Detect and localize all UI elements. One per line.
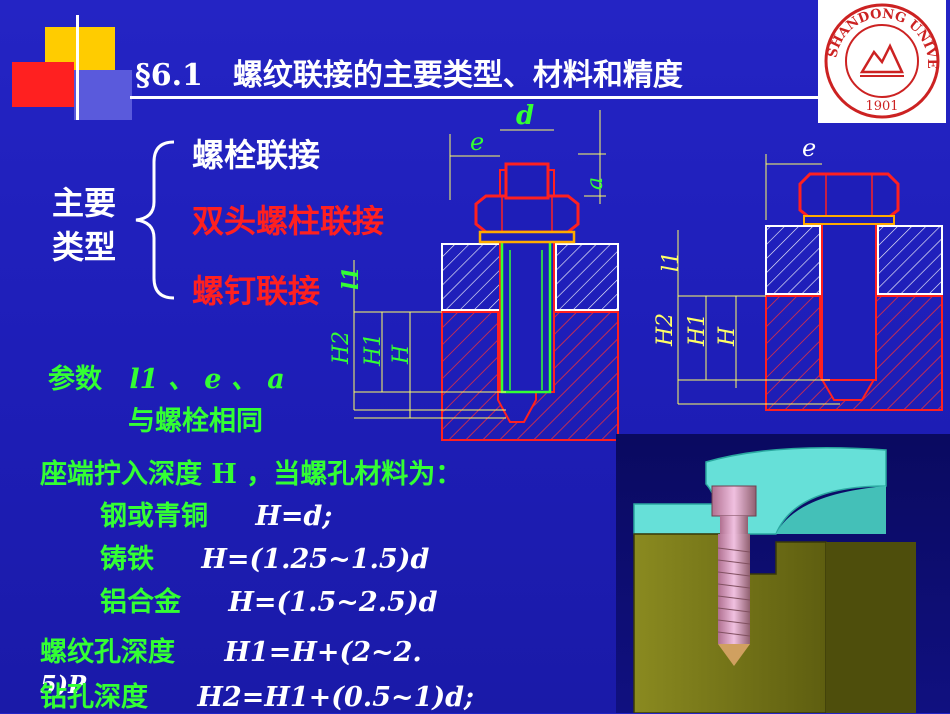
dim-H2-label-left: H2 bbox=[330, 331, 354, 365]
dim-e-label-left: e bbox=[470, 128, 484, 156]
category-brace bbox=[135, 140, 175, 300]
dim-e-label-right: e bbox=[802, 134, 816, 162]
hole-depth-label: 螺纹孔深度 bbox=[40, 637, 175, 668]
depth-material: 钢或青铜 bbox=[100, 501, 208, 532]
params-vars: l1 、 e 、 a bbox=[129, 364, 285, 395]
drill-depth-line: 钻孔深度 H2=H1+(0.5~1)d; bbox=[40, 675, 474, 714]
category-item-bolt: 螺栓联接 bbox=[192, 136, 321, 174]
category-label-line1: 主要 bbox=[52, 184, 117, 222]
dim-l1-label-left: l1 bbox=[338, 266, 364, 290]
drill-depth-label: 钻孔深度 bbox=[40, 682, 148, 713]
params-line1: 参数 l1 、 e 、 a bbox=[48, 357, 285, 396]
depth-row-steel: 钢或青铜 H=d; bbox=[100, 494, 332, 533]
logo-year: 1901 bbox=[865, 99, 898, 114]
depth-formula: H=(1.5~2.5)d bbox=[228, 587, 438, 618]
university-logo: SHANDONG UNIVERSITY 1901 bbox=[812, 0, 946, 123]
decor-square-blue bbox=[74, 70, 132, 120]
dim-H1-label-right: H1 bbox=[685, 313, 710, 347]
hole-depth-overflow: 5)P bbox=[40, 670, 87, 699]
category-label-line2: 类型 bbox=[52, 228, 117, 266]
depth-heading: 座端拧入深度 H ，当螺孔材料为： bbox=[40, 459, 463, 490]
title-rule bbox=[130, 96, 818, 99]
dim-d-label: d bbox=[516, 101, 534, 131]
page-title: §6.1 螺纹联接的主要类型、材料和精度 bbox=[135, 58, 683, 93]
dim-H2-label-right: H2 bbox=[653, 313, 678, 347]
params-prefix: 参数 bbox=[48, 364, 102, 395]
depth-formula: H=d; bbox=[255, 501, 333, 532]
depth-formula: H=(1.25~1.5)d bbox=[201, 544, 430, 575]
dim-l1-label-right: l1 bbox=[659, 251, 684, 272]
3d-screw-render bbox=[616, 434, 950, 713]
params-line2: 与螺栓相同 bbox=[128, 406, 263, 437]
category-item-screw: 螺钉联接 bbox=[192, 272, 321, 310]
hole-depth-line: 螺纹孔深度 H1=H+(2~2. bbox=[40, 630, 422, 669]
depth-material: 铸铁 bbox=[100, 544, 154, 575]
screw-connection-diagram: e l1 H2 H1 H bbox=[653, 134, 943, 411]
drill-depth-formula: H2=H1+(0.5~1)d; bbox=[197, 682, 475, 713]
dim-H-label-right: H bbox=[715, 326, 740, 347]
dim-a-label: a bbox=[583, 177, 608, 190]
depth-row-aluminum: 铝合金 H=(1.5~2.5)d bbox=[100, 580, 438, 619]
hole-depth-formula: H1=H+(2~2. bbox=[224, 637, 422, 668]
dim-H-label-left: H bbox=[389, 344, 414, 365]
dim-H1-label-left: H1 bbox=[361, 333, 386, 367]
category-item-stud: 双头螺柱联接 bbox=[192, 202, 385, 240]
decor-square-red bbox=[12, 62, 74, 107]
depth-row-iron: 铸铁 H=(1.25~1.5)d bbox=[100, 537, 429, 576]
stud-connection-diagram: d e a l1 H2 H1 H bbox=[330, 101, 619, 441]
decor-line-v bbox=[76, 15, 79, 120]
depth-material: 铝合金 bbox=[100, 587, 181, 618]
